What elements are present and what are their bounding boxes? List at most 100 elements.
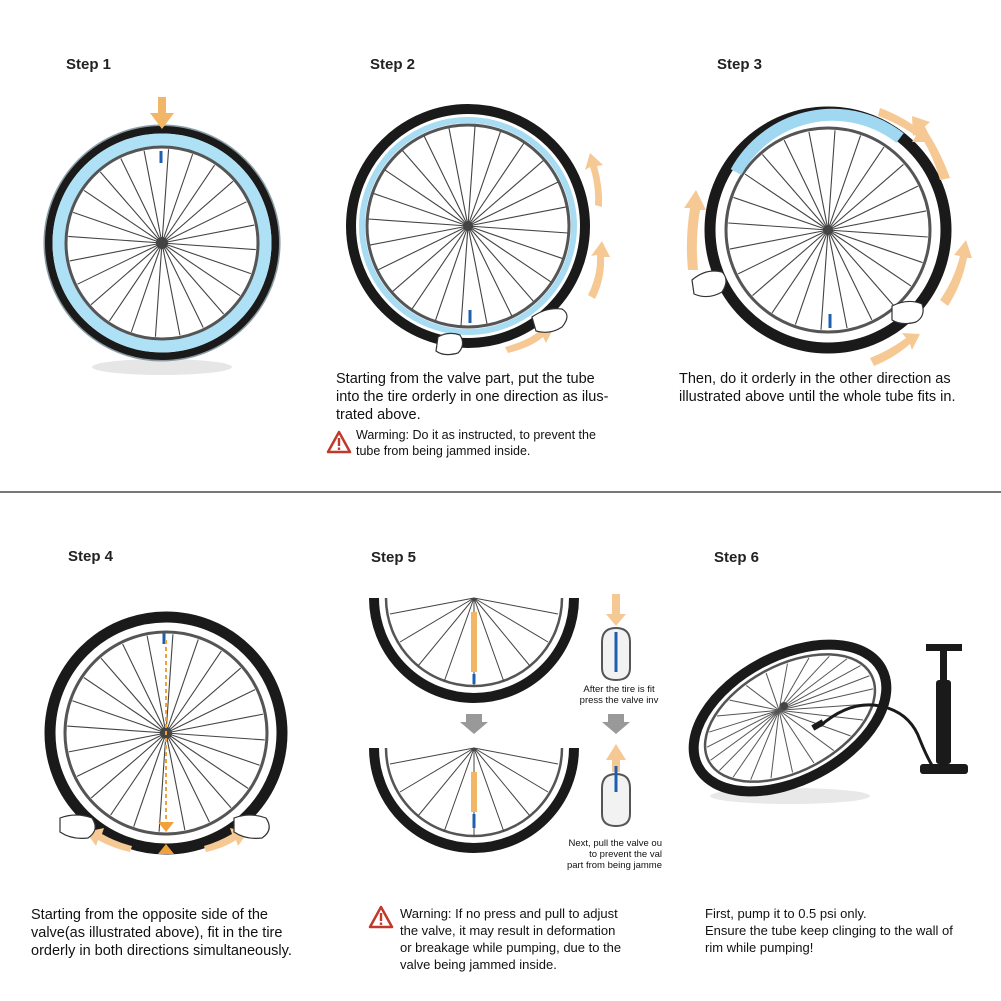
- wheel-spoke: [467, 206, 567, 227]
- wheel-spoke: [827, 210, 927, 231]
- wheel-spoke: [746, 685, 780, 711]
- wheel-spoke: [827, 135, 862, 231]
- wheel-spoke: [423, 135, 469, 227]
- wheel-spoke: [76, 732, 167, 777]
- wheel-spoke: [778, 655, 830, 711]
- wheel-spoke: [165, 732, 265, 741]
- wheel-spoke: [165, 634, 174, 734]
- wheel-spoke: [83, 189, 163, 244]
- wheel-spoke: [761, 154, 829, 231]
- wheel-spoke: [820, 229, 829, 330]
- wheel-spoke: [794, 229, 829, 325]
- wheel-spoke: [69, 242, 163, 262]
- step-4-title: Step 4: [68, 548, 114, 565]
- step-2-warning: Warming: Do it as instructed, to prevent…: [356, 428, 596, 458]
- wheel-spoke: [733, 196, 829, 231]
- wheel-spoke: [392, 225, 469, 293]
- wheel-spoke: [154, 242, 163, 337]
- wheel-spoke: [827, 229, 848, 329]
- wheel-spoke: [100, 657, 167, 734]
- hand-icon: [691, 270, 924, 325]
- wheel-spoke: [165, 689, 256, 734]
- air-pump-icon: [920, 644, 968, 774]
- wheel-spoke: [373, 192, 469, 227]
- warning-triangle-icon: [326, 430, 352, 454]
- wheel-spoke: [467, 131, 502, 227]
- wheel-spoke: [778, 663, 788, 711]
- wheel-spoke: [827, 146, 885, 231]
- wheel-spoke: [401, 150, 469, 227]
- wheel-spoke: [770, 710, 780, 779]
- section-divider: [0, 491, 1001, 493]
- wheel-spoke: [158, 732, 167, 832]
- wheel-spoke: [377, 225, 469, 271]
- hand-icon: [435, 308, 568, 356]
- wheel-spoke: [752, 229, 829, 297]
- wheel-spoke: [778, 675, 870, 711]
- wheel-spoke: [165, 732, 210, 823]
- wheel-spoke: [778, 709, 834, 751]
- wheel-spoke: [67, 725, 167, 734]
- wheel-spoke: [165, 650, 222, 734]
- wheel-spoke: [161, 224, 255, 244]
- wheel-spoke: [467, 225, 513, 317]
- step-5-illustration: [369, 594, 631, 853]
- direction-arrow-icon: [684, 108, 972, 366]
- wheel-spoke: [68, 732, 167, 753]
- wheel-spoke: [90, 242, 163, 306]
- step-6-title: Step 6: [714, 549, 760, 566]
- step-1-illustration: [43, 97, 281, 375]
- wheel-spoke: [165, 732, 260, 766]
- step-2-title: Step 2: [370, 56, 416, 73]
- step-5-title: Step 5: [371, 549, 417, 566]
- wheel-spoke: [827, 229, 912, 287]
- wheel-spoke: [779, 709, 864, 721]
- wheel-spoke: [99, 171, 163, 244]
- tube-cross-section-top: [601, 594, 631, 682]
- wheel-spoke: [72, 700, 167, 734]
- wheel-spoke: [778, 657, 810, 711]
- wheel-spoke: [165, 667, 242, 734]
- wheel-spoke: [778, 709, 851, 737]
- wheel-spoke: [744, 173, 829, 231]
- wheel-spoke: [122, 643, 167, 734]
- warning-triangle-icon: [368, 905, 394, 929]
- wheel-spoke: [467, 181, 559, 227]
- wheel-spoke: [467, 225, 568, 234]
- wheel-spoke: [72, 211, 163, 244]
- tube-cross-section-bottom: [601, 744, 631, 828]
- wheel-spoke: [827, 185, 919, 231]
- wheel-spoke: [165, 732, 186, 831]
- wheel-spoke: [467, 142, 525, 227]
- direction-arrow-icon: [460, 714, 488, 734]
- wheel-spoke: [716, 709, 780, 717]
- wheel-spoke: [83, 677, 167, 734]
- wheel-spoke: [467, 225, 535, 302]
- wheel-spoke: [719, 709, 780, 771]
- wheel-spoke: [368, 218, 469, 227]
- wheel-spoke: [146, 635, 167, 734]
- direction-arrow-icon: [150, 97, 174, 129]
- step-1-title: Step 1: [66, 56, 112, 73]
- wheel-spoke: [467, 225, 552, 283]
- wheel-spoke: [783, 139, 829, 231]
- wheel-spoke: [827, 229, 928, 238]
- wheel-spoke: [161, 149, 170, 244]
- wheel-spoke: [434, 225, 469, 321]
- wheel-spoke: [130, 242, 163, 333]
- wheel-spoke: [143, 150, 163, 244]
- wheel-spoke: [165, 732, 249, 789]
- step-2-illustration: [346, 104, 610, 356]
- wheel-spoke: [165, 639, 199, 734]
- wheel-spoke: [108, 242, 163, 322]
- wheel-spoke: [460, 225, 469, 326]
- wheel-spoke: [411, 225, 469, 310]
- wheel-spoke: [161, 242, 225, 315]
- wheel-spoke: [808, 131, 829, 231]
- wheel-spoke: [384, 169, 469, 227]
- wheel-spoke: [165, 732, 232, 809]
- wheel-spoke: [710, 709, 780, 761]
- wheel-spoke: [161, 201, 247, 244]
- wheel-spoke: [77, 242, 163, 285]
- step-3-caption: Then, do it orderly in the other directi…: [679, 371, 956, 405]
